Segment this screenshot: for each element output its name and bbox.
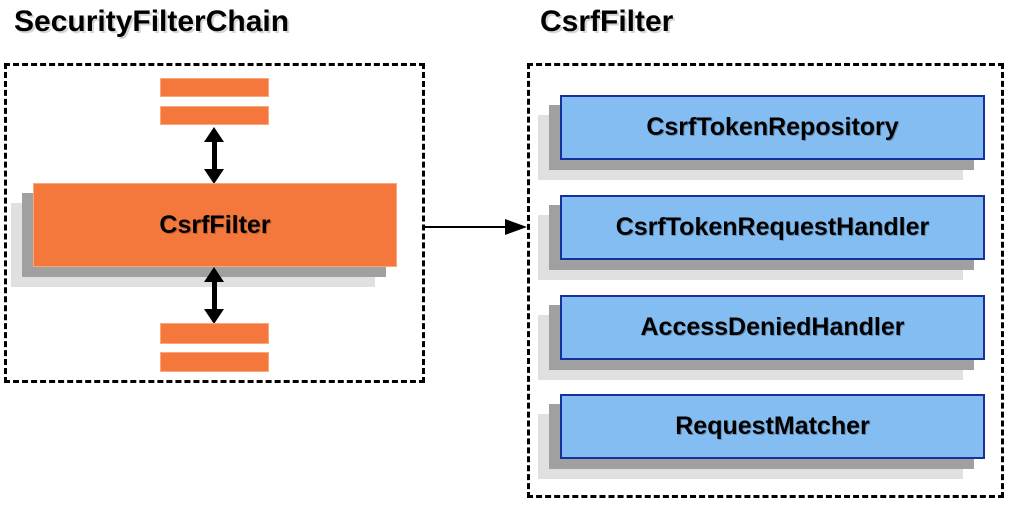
arrowhead-up-icon — [204, 127, 224, 142]
arrowhead-up-icon — [204, 267, 224, 282]
component-request-matcher: RequestMatcher — [560, 394, 985, 459]
component-access-denied-handler: AccessDeniedHandler — [560, 295, 985, 360]
component-label: RequestMatcher — [675, 412, 870, 440]
arrowhead-down-icon — [204, 309, 224, 324]
filter-placeholder-bar-1 — [160, 78, 269, 97]
filter-placeholder-bar-4 — [160, 352, 269, 372]
arrow-shaft — [424, 226, 507, 228]
component-label: AccessDeniedHandler — [640, 313, 905, 341]
component-csrf-token-request-handler: CsrfTokenRequestHandler — [560, 195, 985, 260]
component-csrf-token-repository: CsrfTokenRepository — [560, 95, 985, 160]
csrf-filter-title: CsrfFilter — [540, 5, 674, 38]
component-label: CsrfTokenRequestHandler — [615, 213, 930, 241]
reference-arrow — [424, 219, 527, 235]
bidirectional-arrow-bottom — [204, 267, 224, 324]
csrf-filter-node: CsrfFilter — [33, 183, 397, 267]
filter-placeholder-bar-2 — [160, 106, 269, 125]
bidirectional-arrow-top — [204, 127, 224, 184]
arrow-shaft — [211, 142, 217, 169]
csrf-filter-panel — [527, 63, 1004, 498]
component-label: CsrfTokenRepository — [646, 113, 899, 141]
security-filter-chain-title: SecurityFilterChain — [14, 5, 290, 38]
csrf-filter-node-label: CsrfFilter — [159, 210, 271, 239]
arrow-shaft — [211, 282, 217, 309]
security-filter-chain-panel — [4, 63, 425, 383]
filter-placeholder-bar-3 — [160, 323, 269, 344]
arrowhead-right-icon — [505, 219, 527, 235]
arrowhead-down-icon — [204, 169, 224, 184]
